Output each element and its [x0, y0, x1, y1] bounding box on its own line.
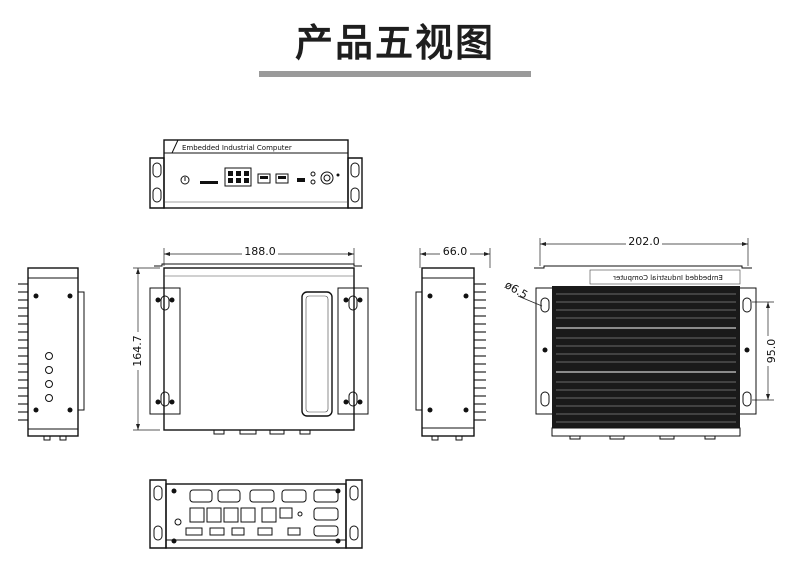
right-side-view: 66.0	[415, 245, 491, 441]
front-view: Embedded Industrial Computer	[149, 139, 363, 209]
left-side-view	[18, 267, 85, 441]
dim-top-width: 188.0	[244, 245, 276, 258]
left-side-fins	[18, 283, 28, 421]
title-underline	[259, 71, 531, 77]
dim-hole-dia: ø6.5	[503, 278, 530, 301]
dim-hole-spacing: 95.0	[765, 339, 778, 364]
back-view: 202.0 ø6.5 95.0 Embedded Industrial Comp…	[503, 235, 778, 440]
back-brand-text: Embedded Industrial Computer	[613, 274, 723, 282]
heatsink-fins	[556, 293, 736, 423]
front-brand-text: Embedded Industrial Computer	[182, 144, 292, 152]
dim-height: 164.7	[131, 335, 144, 367]
page-title: 产品五视图	[294, 21, 495, 65]
dim-side-depth: 66.0	[443, 245, 468, 258]
right-side-fins	[474, 283, 486, 421]
rear-io-view	[149, 479, 363, 549]
top-view: 188.0 164.7	[130, 245, 369, 435]
dim-back-width: 202.0	[628, 235, 660, 248]
